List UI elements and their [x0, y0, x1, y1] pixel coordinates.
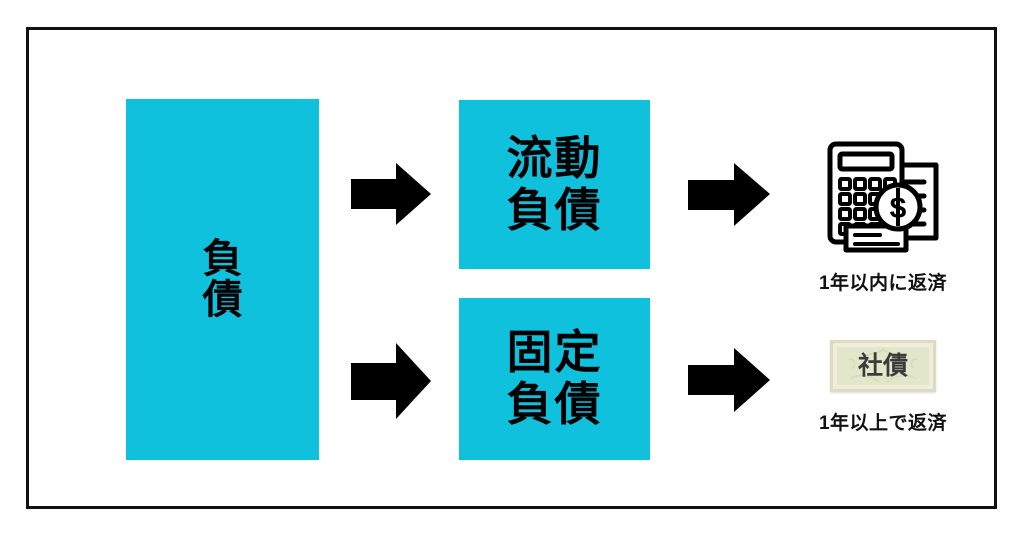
outcome-fixed-liabilities-caption: 1年以上で返済 — [818, 413, 948, 434]
outcome-current-liabilities: $ 1年以内に返済 — [793, 134, 973, 295]
box-current-liabilities-label-line-2: 負債 — [506, 183, 603, 236]
corporate-bond-note-icon: 社債 — [830, 340, 936, 392]
arrow-liabilities-to-current-icon — [351, 163, 431, 225]
box-liabilities-label-line-1: 負 — [202, 236, 243, 281]
box-liabilities: 負 債 — [126, 99, 319, 460]
note-text: 社債 — [857, 351, 908, 380]
box-fixed-liabilities-label-line-2: 負債 — [506, 378, 603, 430]
outcome-current-liabilities-caption: 1年以内に返済 — [818, 273, 948, 294]
note-swirl-ornament-icon — [837, 347, 929, 385]
box-liabilities-label: 負 債 — [202, 236, 243, 322]
arrow-liabilities-to-fixed-icon — [351, 343, 431, 419]
box-current-liabilities-label: 流動 負債 — [506, 131, 603, 236]
note-inner-panel: 社債 — [837, 347, 929, 385]
box-liabilities-label-line-2: 債 — [202, 277, 243, 322]
box-fixed-liabilities: 固定 負債 — [459, 298, 650, 460]
arrow-current-to-outcome-icon — [688, 163, 770, 226]
box-fixed-liabilities-label-line-1: 固定 — [506, 326, 603, 379]
box-current-liabilities-label-line-1: 流動 — [506, 131, 603, 184]
outcome-fixed-liabilities: 社債 1年以上で返済 — [793, 340, 973, 435]
arrow-fixed-to-outcome-icon — [688, 348, 770, 412]
calculator-document-coin-icon: $ — [824, 134, 942, 254]
box-current-liabilities: 流動 負債 — [459, 100, 650, 269]
diagram-frame: 負 債 流動 負債 — [26, 27, 997, 509]
box-fixed-liabilities-label: 固定 負債 — [507, 327, 603, 430]
